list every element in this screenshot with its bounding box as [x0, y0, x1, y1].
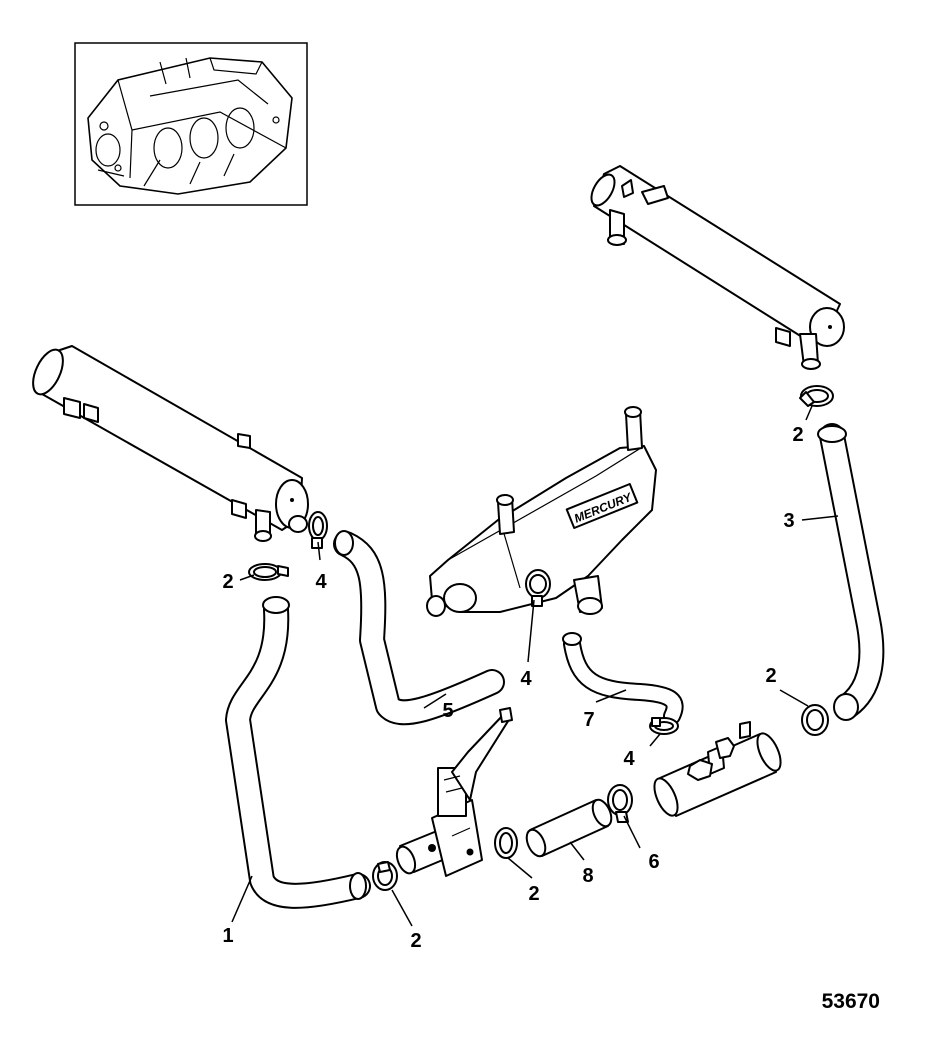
callout-labels: 2 4 2 3 4 5 7 2 4 6 8 2 2 1: [222, 424, 803, 952]
callout-1: 1: [222, 925, 233, 947]
callout-8: 8: [582, 865, 593, 887]
tee-fitting: [653, 721, 782, 817]
callout-2: 2: [792, 424, 803, 446]
left-exhaust-manifold: [32, 345, 309, 542]
hose-8: [525, 798, 613, 858]
callout-2: 2: [528, 883, 539, 905]
hose-clamp-6: [607, 784, 633, 823]
right-exhaust-manifold: [590, 165, 845, 370]
hose-clamp-2b: [799, 385, 834, 407]
hose-clamp-2a: [248, 563, 289, 581]
hose-clamp-2c: [801, 704, 829, 736]
hose-clamp-4b: [525, 569, 551, 607]
figure-number: 53670: [822, 990, 880, 1013]
leader-lines: [231, 405, 839, 927]
callout-2: 2: [222, 571, 233, 593]
callout-7: 7: [583, 709, 594, 731]
hose-clamp-4c: [649, 717, 679, 735]
engine-block-inset: [74, 42, 308, 206]
hose-1: [225, 596, 371, 909]
callout-4: 4: [315, 571, 327, 593]
center-manifold-with-brand-plate: MERCURY: [426, 406, 657, 617]
hose-3: [817, 423, 885, 721]
hose-clamp-4a: [308, 511, 328, 549]
hose-clamp-2e: [372, 861, 398, 891]
callout-4: 4: [520, 668, 532, 690]
callout-4: 4: [623, 748, 635, 770]
callout-5: 5: [442, 700, 453, 722]
hose-clamp-2d: [494, 827, 518, 859]
callout-2: 2: [410, 930, 421, 952]
callout-6: 6: [648, 851, 659, 873]
hose-7: [562, 632, 684, 725]
thermostat-housing: [395, 707, 513, 877]
hose-5: [333, 530, 505, 726]
callout-2: 2: [765, 665, 776, 687]
callout-3: 3: [783, 510, 794, 532]
